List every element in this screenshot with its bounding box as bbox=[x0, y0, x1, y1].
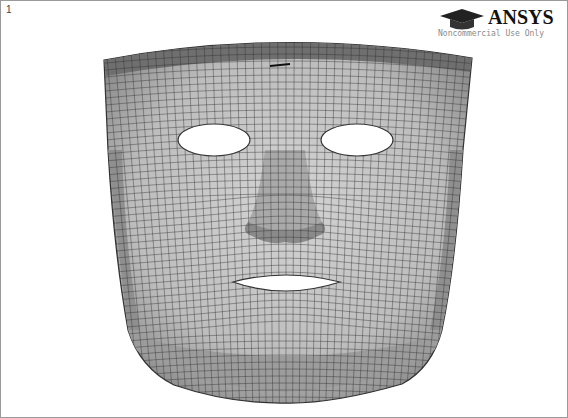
mesh-line bbox=[95, 244, 470, 260]
mesh-line bbox=[220, 35, 233, 410]
mesh-line bbox=[95, 369, 470, 379]
mesh-line bbox=[95, 131, 470, 141]
mesh-line bbox=[405, 35, 434, 410]
mesh-line bbox=[278, 35, 280, 410]
mesh-line bbox=[398, 35, 425, 410]
mesh-line bbox=[122, 35, 154, 410]
mesh-line bbox=[204, 35, 220, 410]
window-number: 1 bbox=[6, 5, 12, 15]
mesh-line bbox=[97, 35, 134, 410]
mesh-line bbox=[95, 341, 470, 351]
mesh-line bbox=[95, 145, 470, 155]
mesh-line bbox=[212, 35, 227, 410]
mesh-line bbox=[95, 230, 470, 246]
mesh-line bbox=[95, 40, 470, 50]
mesh-line bbox=[299, 35, 302, 410]
mesh-line bbox=[95, 61, 470, 71]
mesh-line bbox=[95, 187, 470, 197]
mesh-line bbox=[138, 35, 167, 410]
mesh-line bbox=[154, 35, 180, 410]
mesh-line bbox=[130, 35, 161, 410]
mesh-line bbox=[95, 54, 470, 64]
mesh-line bbox=[392, 35, 418, 410]
mesh-line bbox=[95, 152, 470, 162]
mesh-line bbox=[95, 75, 470, 85]
mesh-line bbox=[293, 35, 295, 410]
watermark: Noncommercial Use Only bbox=[438, 30, 544, 38]
mesh-line bbox=[270, 35, 273, 410]
mesh-line bbox=[253, 35, 259, 410]
mesh-line bbox=[146, 35, 173, 410]
mesh-line bbox=[196, 35, 214, 410]
mesh-line bbox=[385, 35, 409, 410]
mesh-line bbox=[365, 35, 384, 410]
mesh-line bbox=[345, 35, 360, 410]
mesh-line bbox=[339, 35, 352, 410]
mesh-line bbox=[95, 397, 470, 407]
shading bbox=[104, 42, 472, 392]
mesh-line bbox=[261, 35, 266, 410]
mesh-line bbox=[95, 348, 470, 358]
mesh-line bbox=[95, 159, 470, 169]
mesh-line bbox=[352, 35, 368, 410]
mesh-line bbox=[95, 117, 470, 127]
mesh-line bbox=[105, 35, 140, 410]
mesh-line bbox=[359, 35, 377, 410]
mesh-line bbox=[412, 35, 443, 410]
mesh-line bbox=[312, 35, 318, 410]
mesh-line bbox=[431, 35, 466, 410]
mesh-line bbox=[319, 35, 327, 410]
mesh-line bbox=[95, 362, 470, 372]
mesh-line bbox=[95, 334, 470, 344]
eye-opening bbox=[178, 124, 250, 156]
eye-opening bbox=[321, 124, 393, 156]
mesh-line bbox=[418, 35, 450, 410]
mesh-line bbox=[95, 376, 470, 386]
mesh-line bbox=[95, 321, 470, 337]
mesh-line bbox=[95, 307, 470, 323]
mesh-line bbox=[95, 124, 470, 134]
mesh-line bbox=[95, 383, 470, 393]
mesh-line bbox=[438, 35, 475, 410]
mesh-line bbox=[425, 35, 459, 410]
mesh-line bbox=[95, 390, 470, 400]
mesh-line bbox=[286, 35, 287, 410]
mesh-line bbox=[95, 47, 470, 57]
mesh-line bbox=[95, 173, 470, 183]
mesh-line bbox=[95, 180, 470, 190]
mesh-line bbox=[95, 166, 470, 176]
mesh-line bbox=[95, 237, 470, 253]
mesh-line bbox=[95, 355, 470, 365]
mesh-line bbox=[95, 68, 470, 78]
mesh-line bbox=[163, 35, 187, 410]
mesh-line bbox=[95, 138, 470, 148]
mesh-line bbox=[179, 35, 200, 410]
mesh-line bbox=[306, 35, 311, 410]
mesh-line bbox=[445, 35, 484, 410]
mesh-line bbox=[237, 35, 247, 410]
mesh-line bbox=[95, 404, 470, 414]
mesh-line bbox=[332, 35, 343, 410]
mesh-line bbox=[95, 223, 470, 239]
mouth-opening bbox=[233, 275, 340, 291]
mesh-line bbox=[95, 194, 470, 204]
mesh-lines bbox=[89, 35, 484, 414]
mesh-line bbox=[95, 251, 470, 267]
mesh-line bbox=[95, 258, 470, 274]
logo-text: ANSYS bbox=[488, 7, 554, 27]
mesh-line bbox=[245, 35, 253, 410]
logo-icon bbox=[440, 9, 484, 30]
mesh-mark bbox=[270, 64, 290, 66]
mesh-line bbox=[95, 314, 470, 330]
